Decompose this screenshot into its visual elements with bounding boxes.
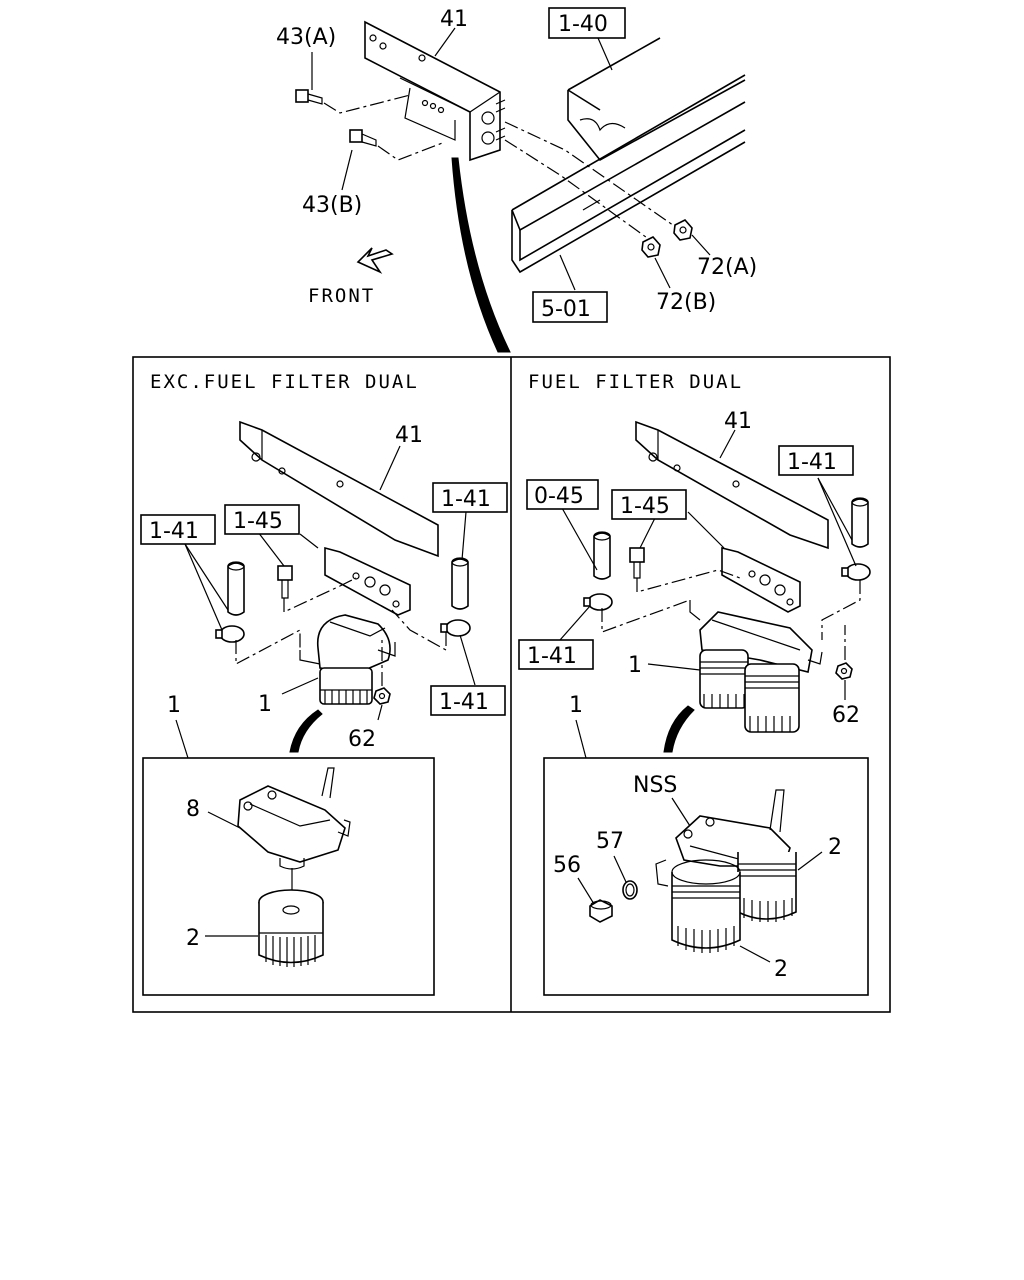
left-ref-1-41-a[interactable]: 1-41 [149, 519, 199, 544]
label-72b: 72(B) [656, 290, 716, 315]
bolt-43b [349, 129, 377, 147]
right-ref-box-1-41-a[interactable] [778, 445, 854, 476]
label-43b: 43(B) [302, 193, 362, 218]
right-label-1: 1 [628, 653, 642, 678]
right-label-62: 62 [832, 703, 860, 728]
left-label-1-detail: 1 [167, 693, 181, 718]
left-nut-62 [373, 687, 391, 705]
right-ref-box-1-41-b[interactable] [518, 639, 594, 670]
right-ref-1-41-a[interactable]: 1-41 [787, 450, 837, 475]
left-clip-a [215, 625, 245, 643]
left-bracket-41 [239, 420, 439, 616]
left-label-62: 62 [348, 727, 376, 752]
nut-72b [641, 236, 661, 258]
right-label-2-upper: 2 [828, 835, 842, 860]
right-hose-1-41 [851, 497, 869, 548]
left-label-2: 2 [186, 926, 200, 951]
left-detail-filter-element [258, 889, 324, 967]
right-detail-box [543, 757, 869, 996]
left-bolt-1-45 [277, 565, 293, 599]
right-label-2-lower: 2 [774, 957, 788, 982]
right-label-41: 41 [724, 409, 752, 434]
right-bracket-41 [635, 420, 829, 613]
left-ref-1-45[interactable]: 1-45 [233, 509, 283, 534]
left-ref-box-1-41-b[interactable] [432, 482, 508, 513]
right-detail-plug-56 [589, 899, 613, 923]
right-ref-1-45[interactable]: 1-45 [620, 494, 670, 519]
frame-rail [511, 37, 746, 274]
right-label-56: 56 [553, 853, 581, 878]
right-ref-1-41-b[interactable]: 1-41 [527, 644, 577, 669]
left-label-1: 1 [258, 692, 272, 717]
front-arrow-icon [356, 247, 394, 274]
left-ref-1-41-b[interactable]: 1-41 [441, 487, 491, 512]
right-clip-a [583, 593, 613, 611]
right-filter-assembly [689, 600, 823, 733]
left-clip-b [440, 619, 471, 637]
right-ref-0-45[interactable]: 0-45 [534, 484, 584, 509]
ref-5-01[interactable]: 5-01 [541, 297, 591, 322]
label-41: 41 [440, 7, 468, 32]
nut-72a [673, 219, 693, 241]
left-hose-b [451, 557, 469, 610]
left-detail-pointer [289, 709, 323, 753]
left-ref-box-1-41-a[interactable] [140, 514, 216, 545]
bracket-41 [364, 20, 506, 162]
label-72a: 72(A) [697, 255, 757, 280]
right-ref-box-0-45[interactable] [526, 479, 599, 510]
left-detail-filter-head [237, 767, 351, 870]
bolt-43a [295, 89, 323, 105]
left-ref-1-41-c[interactable]: 1-41 [439, 690, 489, 715]
right-nut-62 [835, 662, 853, 680]
right-hose-0-45 [593, 531, 611, 580]
left-ref-box-1-45[interactable] [224, 504, 300, 535]
right-detail-filter-element-front [671, 859, 741, 953]
right-label-1-detail: 1 [569, 693, 583, 718]
left-panel-title: EXC.FUEL FILTER DUAL [150, 371, 419, 393]
left-detail-box [142, 757, 435, 996]
left-ref-box-1-41-c[interactable] [430, 685, 506, 716]
left-hose-a [227, 561, 245, 616]
top-assembly: 41 43(A) 43(B) 72(A) 72(B) FRONT 1-40 5-… [276, 7, 757, 353]
right-clip-b [841, 563, 871, 581]
right-ref-box-1-45[interactable] [611, 489, 687, 520]
ref-box-5-01[interactable] [532, 291, 608, 323]
right-label-57: 57 [596, 829, 624, 854]
right-detail-oring-57 [622, 880, 638, 900]
right-detail-filter-element-rear [737, 852, 797, 922]
label-front: FRONT [308, 285, 375, 307]
right-label-nss: NSS [633, 773, 677, 798]
left-label-41: 41 [395, 423, 423, 448]
curved-pointer [451, 157, 511, 353]
right-panel: FUEL FILTER DUAL [518, 371, 871, 996]
right-detail-pointer [663, 705, 695, 753]
ref-1-40[interactable]: 1-40 [558, 12, 608, 37]
label-43a: 43(A) [276, 25, 336, 50]
left-filter-assembly [299, 614, 396, 705]
ref-box-1-40[interactable] [548, 7, 626, 39]
left-panel: EXC.FUEL FILTER DUAL [140, 371, 508, 996]
left-label-8: 8 [186, 797, 200, 822]
right-bolt-1-45 [629, 547, 645, 579]
right-panel-title: FUEL FILTER DUAL [528, 371, 743, 393]
